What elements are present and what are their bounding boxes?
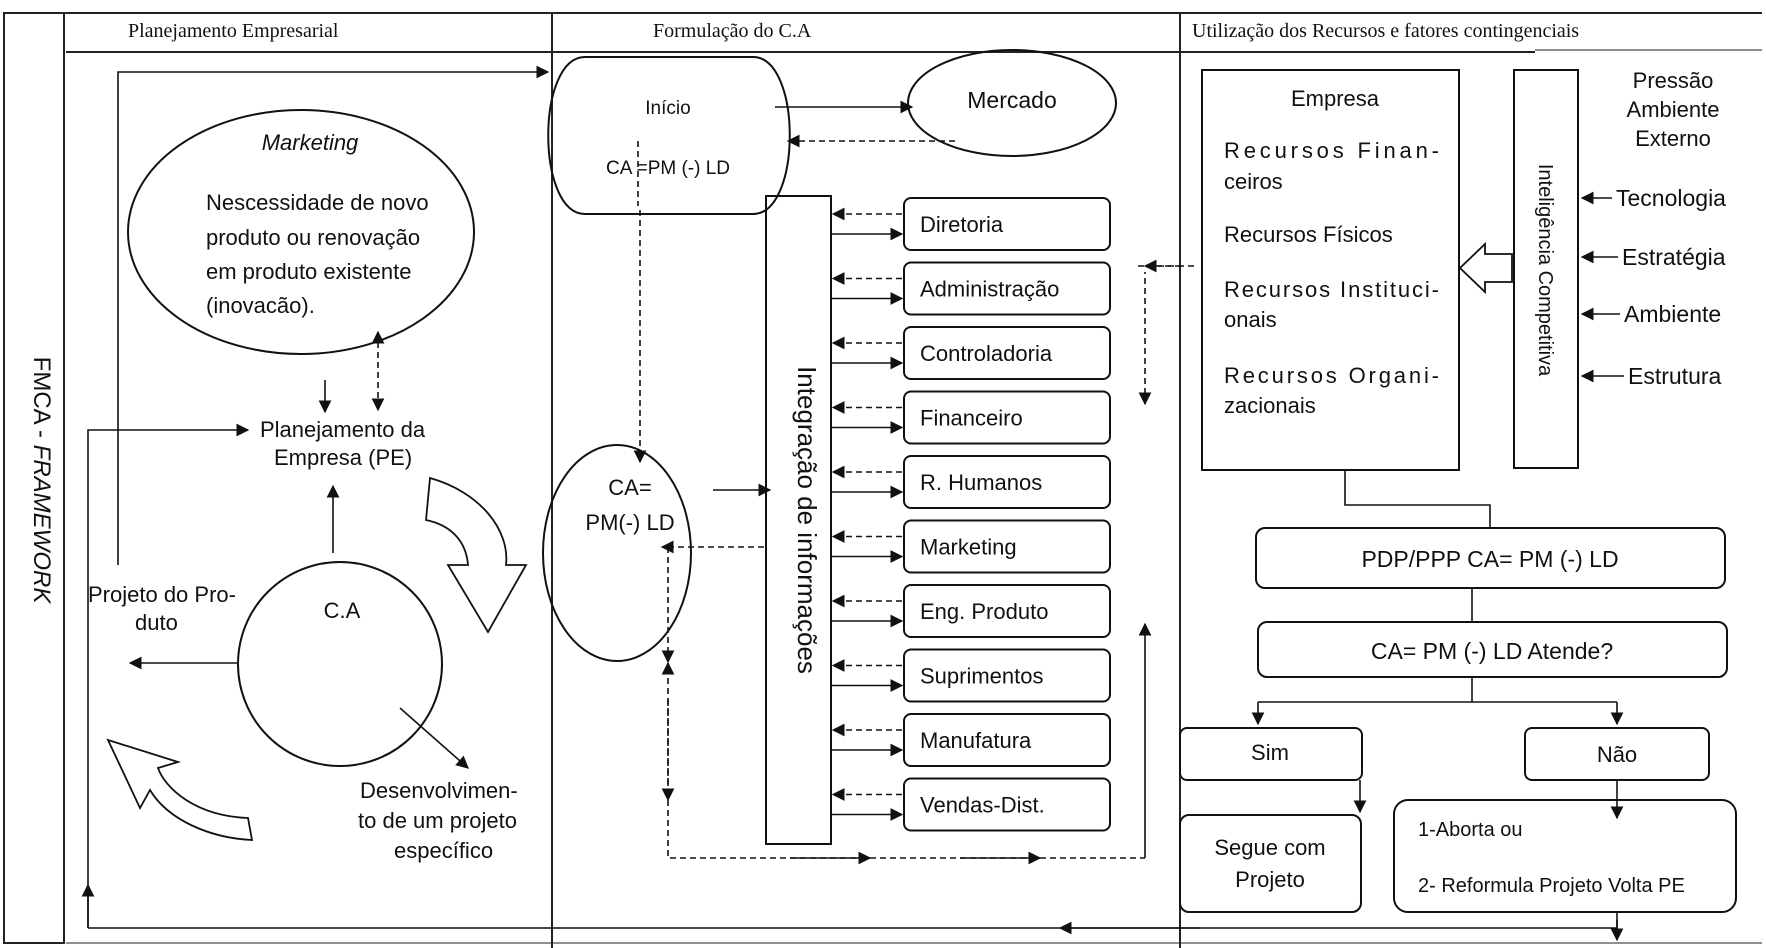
department-box-frame <box>903 648 1111 703</box>
factor-tecnologia: Tecnologia <box>1616 185 1726 211</box>
segue-line-1: Segue com <box>1214 835 1325 860</box>
department-box: Marketing <box>903 519 1111 574</box>
department-label: Administração <box>920 277 1059 302</box>
pe-label-2: Empresa (PE) <box>274 445 412 470</box>
department-box-frame <box>903 261 1111 316</box>
marketing-ellipse <box>127 109 475 355</box>
desenvolvimento-label-2: to de um projeto <box>358 808 517 833</box>
segue-line-2: Projeto <box>1235 867 1305 892</box>
factor-estrutura: Estrutura <box>1628 363 1722 389</box>
marketing-line-1: Nescessidade de novo <box>206 190 429 215</box>
department-box-frame <box>903 197 1111 251</box>
department-box-frame <box>903 390 1111 445</box>
department-box-frame <box>903 584 1111 638</box>
department-box: Controladoria <box>903 326 1111 380</box>
factor-ambiente: Ambiente <box>1624 301 1721 327</box>
recurso-4-line-1: Recursos Organi- <box>1224 363 1439 388</box>
empresa-box <box>1201 69 1460 471</box>
integration-label: Integração de informações <box>792 366 822 674</box>
inicio-shape <box>547 56 791 215</box>
pressao-line-1: Pressão <box>1633 68 1714 93</box>
department-box: Administração <box>903 261 1111 316</box>
cycle-arrow-left <box>106 738 254 841</box>
department-label: R. Humanos <box>920 470 1042 495</box>
svg-text:FMCA - FRAMEWORK: FMCA - FRAMEWORK <box>28 357 55 605</box>
inteligencia-label: Inteligência Competitiva <box>1534 164 1556 377</box>
segue-box <box>1179 814 1362 913</box>
factor-estrategia: Estratégia <box>1622 244 1726 270</box>
integration-bar <box>765 195 832 845</box>
ca-label: C.A <box>324 598 361 623</box>
recurso-3-line-1: Recursos Instituci- <box>1224 277 1439 302</box>
empresa-title: Empresa <box>1291 86 1380 111</box>
department-label: Suprimentos <box>920 664 1044 689</box>
projeto-label-1: Projeto do Pro- <box>88 582 236 607</box>
recurso-2-line-1: Recursos Físicos <box>1224 222 1393 247</box>
planning-section: Marketing Nescessidade de novo produto o… <box>81 65 1618 935</box>
inicio-label: Início <box>645 98 690 119</box>
department-box: Financeiro <box>903 390 1111 445</box>
projeto-label-2: duto <box>135 610 178 635</box>
department-box: Diretoria <box>903 197 1111 251</box>
formulation-section: Início CA =PM (-) LD Mercado CA= PM(-) L… <box>542 49 1196 865</box>
resources-section: Empresa Recursos Finan- ceiros Recursos … <box>1179 68 1737 942</box>
column-title-resources: Utilização dos Recursos e fatores contin… <box>1192 20 1579 42</box>
integration-label-wrap: Integração de informações <box>792 366 822 674</box>
aborta-line-2: 2- Reformula Projeto Volta PE <box>1418 875 1685 897</box>
marketing-line-4: (inovacão). <box>206 293 315 318</box>
column-title-formulation: Formulação do C.A <box>653 20 812 42</box>
department-box: Eng. Produto <box>903 584 1111 638</box>
department-label: Controladoria <box>920 341 1053 366</box>
recurso-1-line-2: ceiros <box>1224 169 1283 194</box>
department-label: Marketing <box>920 535 1017 560</box>
inteligencia-block-arrow <box>1458 241 1513 295</box>
department-box: Manufatura <box>903 713 1111 767</box>
department-box-frame <box>903 455 1111 509</box>
department-label: Financeiro <box>920 406 1023 431</box>
desenvolvimento-label-3: específico <box>394 838 493 863</box>
mercado-label: Mercado <box>967 87 1056 113</box>
department-box: Vendas-Dist. <box>903 777 1111 832</box>
department-label: Diretoria <box>920 212 1004 237</box>
atende-box <box>1257 621 1728 678</box>
pdp-label: PDP/PPP CA= PM (-) LD <box>1361 546 1618 572</box>
department-box-frame <box>903 326 1111 380</box>
pressao-line-2: Ambiente <box>1627 97 1720 122</box>
atende-label: CA= PM (-) LD Atende? <box>1371 638 1613 664</box>
desenvolvimento-label-1: Desenvolvimen- <box>360 778 518 803</box>
department-box-frame <box>903 777 1111 832</box>
department-box-frame <box>903 713 1111 767</box>
department-label: Vendas-Dist. <box>920 793 1045 818</box>
marketing-title: Marketing <box>262 130 359 155</box>
recurso-4-line-2: zacionais <box>1224 393 1316 418</box>
ca-oval-line-1: CA= <box>608 475 651 500</box>
ca-circle <box>237 561 443 767</box>
department-box-frame <box>903 519 1111 574</box>
nao-label: Não <box>1597 742 1637 767</box>
ca-oval-line-2: PM(-) LD <box>585 510 674 535</box>
side-title: FMCA - FRAMEWORK <box>28 357 55 605</box>
marketing-line-3: em produto existente <box>206 259 411 284</box>
cycle-arrow-right <box>425 476 528 634</box>
pe-label-1: Planejamento da <box>260 417 426 442</box>
aborta-box <box>1393 799 1737 913</box>
aborta-line-1: 1-Aborta ou <box>1418 819 1523 841</box>
department-box: Suprimentos <box>903 648 1111 703</box>
department-boxes: DiretoriaAdministraçãoControladoriaFinan… <box>903 197 1111 832</box>
department-label: Eng. Produto <box>920 599 1048 624</box>
department-box: R. Humanos <box>903 455 1111 509</box>
recurso-1-line-1: Recursos Finan- <box>1224 138 1439 163</box>
marketing-line-2: produto ou renovação <box>206 225 420 250</box>
recurso-3-line-2: onais <box>1224 307 1277 332</box>
inteligencia-label-wrap: Inteligência Competitiva <box>1534 164 1556 377</box>
sim-label: Sim <box>1251 740 1289 765</box>
department-label: Manufatura <box>920 728 1032 753</box>
ca-oval <box>542 444 692 662</box>
pressao-line-3: Externo <box>1635 126 1711 151</box>
inicio-formula: CA =PM (-) LD <box>606 158 730 179</box>
inteligencia-box <box>1513 69 1579 469</box>
sim-box <box>1179 727 1363 781</box>
column-title-planning: Planejamento Empresarial <box>128 20 339 42</box>
